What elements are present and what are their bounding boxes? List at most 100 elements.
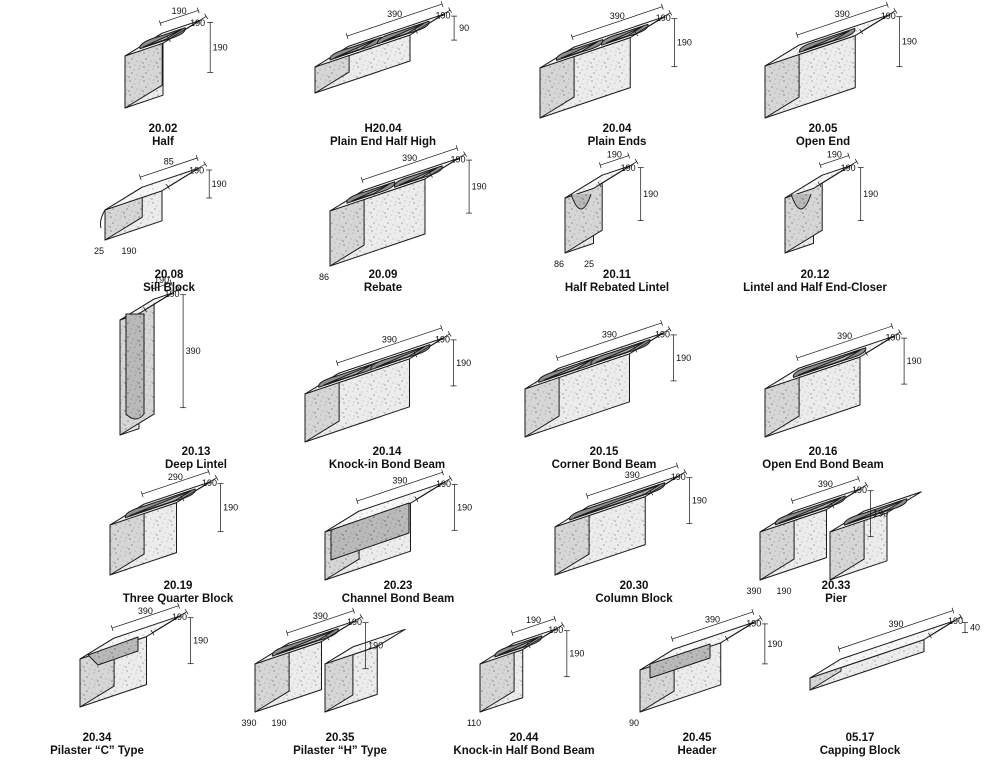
block-code: 20.15 [589,446,619,458]
block-20-15-height-label: 190 [676,353,691,363]
block-20-09-width-dimension-line [430,153,466,176]
block-20-12-channel [790,193,812,210]
block-name: Open End [795,136,851,148]
block-20-44-w1-dimension-line [511,618,555,634]
block-20-13-w1-dimension-line [151,282,172,290]
block-code: 20.09 [368,269,398,281]
block-20-08-width-dimension-line [167,163,206,188]
block-20-19-length-label: 290 [168,472,183,482]
block-name: Three Quarter Block [122,593,234,605]
block-20-04-width-label: 190 [656,13,671,23]
block-20-13-w2-label: 190 [165,289,180,299]
block-20-44-height-label: 190 [569,649,584,659]
block-code: 20.23 [383,580,413,592]
block-code: 20.34 [82,732,112,744]
block-20-08-sill-slope [100,209,106,229]
block-20-13-channel [125,313,145,420]
block-20-02-length-dimension-line [160,10,199,24]
block-20-14-length-dimension-line [336,327,442,364]
block-20-02-height-label: 190 [213,42,228,52]
block-20-04-length-dimension-line [571,6,663,38]
block-20-02-length-label: 190 [172,6,187,16]
block-name: Pilaster “H” Type [293,745,387,757]
block-20-34-length-label: 390 [138,606,153,616]
block-name: Half [152,136,174,148]
block-20-30-length-dimension-line [586,465,678,497]
block-20-14-core-wall-1 [323,364,373,386]
block-20-04-width-dimension-line [636,12,671,34]
block-code: 20.30 [619,580,649,592]
block-20-45-recess [649,643,711,679]
block-20-08-top-label: 85 [164,157,174,167]
block-20-05-length-dimension-line [796,4,888,36]
block-05-17-front-face [809,639,925,691]
block-20-09-length-dimension-line [361,147,458,181]
block-20-19-length-dimension-line [141,471,209,495]
block-20-44-w1-label: 190 [526,615,541,625]
block-code: 20.14 [372,446,402,458]
block-20-34-height-label: 190 [193,636,208,646]
block-20-08-bottom-label: 190 [121,246,136,256]
block-05-17-top-face [809,620,956,679]
block-20-15-core-wall-2 [595,341,645,363]
block-20-23-width-dimension-line [416,478,451,500]
block-20-12-w2-dimension-line [819,161,857,185]
block-05-17-length-dimension-line [838,610,954,650]
block-H20-04-core-wall-1 [334,39,377,59]
block-20-11-channel [570,193,592,210]
block-20-44-core-wall-1 [498,637,539,656]
block-20-08-height-label: 190 [212,179,227,189]
block-code: 20.16 [808,446,838,458]
block-20-23-length-label: 390 [392,476,407,486]
block-code: 20.44 [509,732,539,744]
block-20-33-w2-dimension-line [832,484,867,506]
block-code: 20.08 [154,269,184,281]
block-20-05-height-label: 190 [902,37,917,47]
block-20-35-wing-top-face [324,628,406,665]
block-name: Lintel and Half End-Closer [743,282,887,294]
block-20-16-length-dimension-line [796,325,893,359]
block-20-09-length-label: 390 [402,153,417,163]
block-20-35-height-label: 190 [368,641,383,651]
block-05-17-width-label: 190 [948,616,963,626]
block-H20-04-width-dimension-line [415,9,451,32]
block-20-44-knock-label: 110 [467,718,481,728]
block-20-45-width-dimension-line [726,617,762,640]
block-code: 20.04 [602,123,632,135]
block-code: 20.13 [181,446,211,458]
block-name: Channel Bond Beam [341,593,455,605]
block-code: 20.33 [821,580,851,592]
block-name: Half Rebated Lintel [564,282,670,294]
block-20-04-length-label: 390 [610,11,625,21]
block-20-05-width-label: 190 [881,11,896,21]
block-20-08-top-dimension-line [140,157,198,178]
block-20-19-width-label: 190 [202,478,217,488]
block-20-11-w1-label: 190 [607,149,622,159]
